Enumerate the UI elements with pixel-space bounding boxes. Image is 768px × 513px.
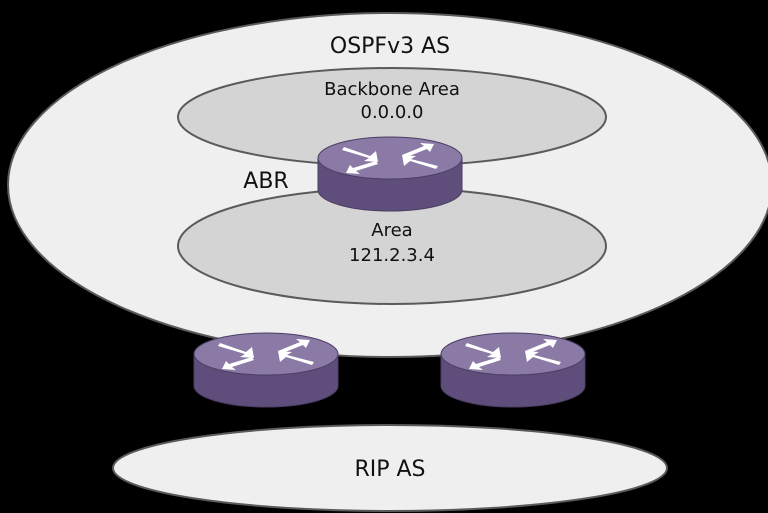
- backbone-area-id: 0.0.0.0: [361, 102, 424, 123]
- router-icon: [193, 332, 339, 408]
- rip-as-label: RIP AS: [354, 457, 425, 482]
- router-icon: [440, 332, 586, 408]
- area-name: Area: [371, 220, 412, 241]
- rip-as-region: [112, 424, 668, 512]
- router-icon: [317, 136, 463, 212]
- abr-label: ABR: [243, 169, 288, 194]
- area-id: 121.2.3.4: [349, 245, 435, 266]
- ospfv3-as-label: OSPFv3 AS: [330, 34, 450, 59]
- backbone-area-name: Backbone Area: [324, 79, 460, 100]
